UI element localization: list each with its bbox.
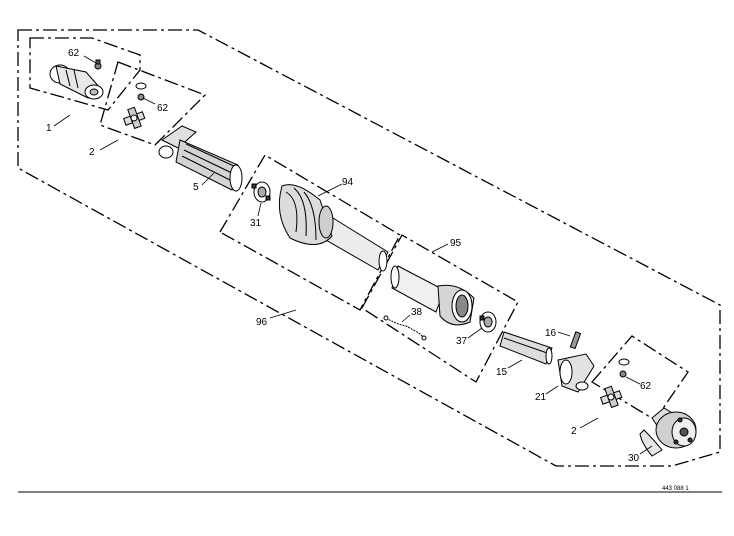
part-95-guard-half	[390, 265, 475, 326]
part-30-flange-yoke	[639, 407, 697, 457]
callout-16: 16	[545, 328, 557, 339]
group-frame-2-lower	[591, 335, 689, 421]
figure-reference-number: 443 088 1	[662, 486, 689, 492]
part-62-grease-nipple-c	[618, 358, 630, 378]
callout-96: 96	[256, 317, 268, 328]
callout-15: 15	[496, 367, 508, 378]
callout-31: 31	[250, 218, 262, 229]
callout-94: 94	[342, 177, 354, 188]
part-62-grease-nipple-a	[94, 59, 102, 70]
callout-62-lower: 62	[640, 381, 652, 392]
group-frame-1	[29, 37, 141, 111]
callout-38: 38	[411, 307, 423, 318]
callout-30: 30	[628, 453, 640, 464]
callout-21: 21	[535, 392, 547, 403]
callout-37: 37	[456, 336, 468, 347]
assembly-frame-96	[17, 29, 721, 467]
callout-5: 5	[193, 182, 199, 193]
callout-2-upper: 2	[89, 147, 95, 158]
callout-95: 95	[450, 238, 462, 249]
callout-2-lower: 2	[571, 426, 577, 437]
part-1-outer-yoke	[49, 64, 104, 100]
group-frame-2-upper	[99, 61, 207, 146]
part-31-bearing-ring	[251, 181, 271, 203]
callout-62-upper-left: 62	[68, 48, 80, 59]
group-frame-94	[219, 154, 401, 311]
part-2-cross-kit-lower	[599, 385, 623, 409]
part-5-yoke-and-tube	[158, 125, 243, 192]
callout-62-upper: 62	[157, 103, 169, 114]
callout-1: 1	[46, 123, 52, 134]
part-16-spring-pin	[569, 331, 582, 350]
part-21-inner-yoke	[557, 353, 595, 393]
group-frame-95	[361, 234, 519, 383]
part-15-profile-tube	[499, 331, 553, 365]
part-2-cross-kit-upper	[122, 106, 146, 130]
part-94-guard-half	[278, 184, 389, 272]
part-38-safety-chain	[383, 315, 427, 341]
leader-lines	[53, 55, 653, 455]
part-62-grease-nipple-b	[135, 82, 147, 101]
part-37-bearing-ring	[479, 311, 497, 333]
